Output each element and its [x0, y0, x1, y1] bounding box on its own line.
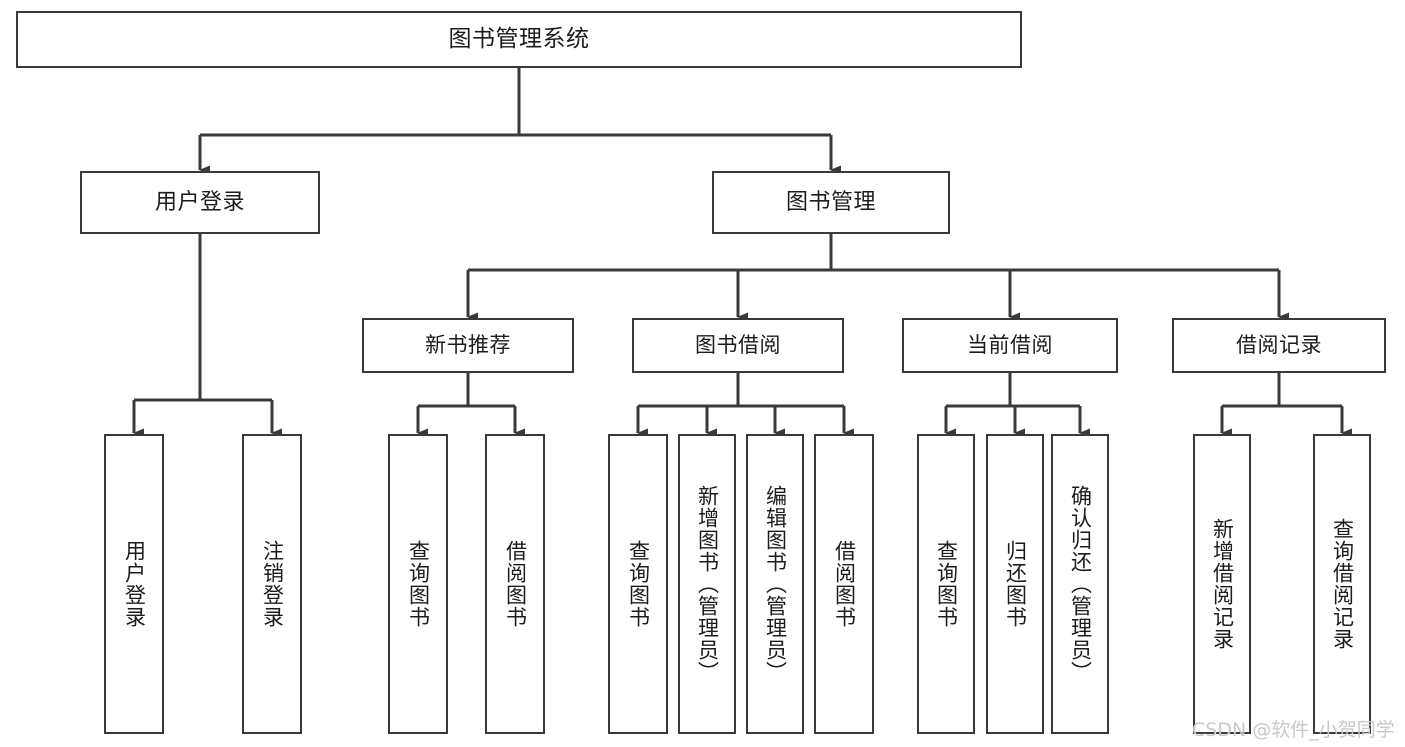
node-label: 新增借阅记录: [1210, 518, 1235, 650]
node-label: 图书管理系统: [448, 25, 590, 52]
node-leaf-cur-confirm: 确认归还（管理员）: [1051, 434, 1109, 734]
node-l2-recommend: 新书推荐: [362, 318, 574, 373]
node-label: 新增图书（管理员）: [695, 485, 720, 683]
node-label: 当前借阅: [967, 333, 1053, 358]
node-root: 图书管理系统: [16, 11, 1022, 68]
node-label: 用户登录: [154, 189, 245, 215]
node-leaf-rec-query: 查询图书: [388, 434, 448, 734]
node-l2-records: 借阅记录: [1172, 318, 1386, 373]
node-label: 确认归还（管理员）: [1068, 485, 1093, 683]
node-label: 编辑图书（管理员）: [763, 485, 788, 683]
node-leaf-rec-borrow: 借阅图书: [485, 434, 545, 734]
node-label: 新书推荐: [425, 333, 511, 358]
node-label: 借阅记录: [1236, 333, 1322, 358]
node-label: 图书管理: [785, 189, 876, 215]
node-leaf-bor-add: 新增图书（管理员）: [678, 434, 736, 734]
node-leaf-bor-lend: 借阅图书: [814, 434, 874, 734]
node-label: 借阅图书: [832, 540, 857, 628]
node-label: 查询图书: [934, 540, 959, 628]
node-leaf-rcd-query: 查询借阅记录: [1313, 434, 1371, 734]
node-leaf-cur-query: 查询图书: [917, 434, 975, 734]
node-l2-borrow: 图书借阅: [632, 318, 844, 373]
node-leaf-user-logout: 注销登录: [242, 434, 302, 734]
node-leaf-rcd-add: 新增借阅记录: [1193, 434, 1251, 734]
node-label: 借阅图书: [503, 540, 528, 628]
node-label: 查询图书: [626, 540, 651, 628]
node-l1-login: 用户登录: [80, 171, 320, 234]
node-label: 图书借阅: [695, 333, 781, 358]
node-label: 注销登录: [260, 540, 285, 628]
node-leaf-bor-query: 查询图书: [608, 434, 668, 734]
node-l2-current: 当前借阅: [902, 318, 1118, 373]
tree-connectors: [132, 68, 1352, 438]
node-leaf-user-login: 用户登录: [104, 434, 164, 734]
node-label: 归还图书: [1003, 540, 1028, 628]
node-label: 用户登录: [122, 540, 147, 628]
node-leaf-cur-return: 归还图书: [986, 434, 1044, 734]
node-l1-manage: 图书管理: [712, 171, 950, 234]
node-label: 查询图书: [406, 540, 431, 628]
node-label: 查询借阅记录: [1330, 518, 1355, 650]
node-leaf-bor-edit: 编辑图书（管理员）: [746, 434, 804, 734]
